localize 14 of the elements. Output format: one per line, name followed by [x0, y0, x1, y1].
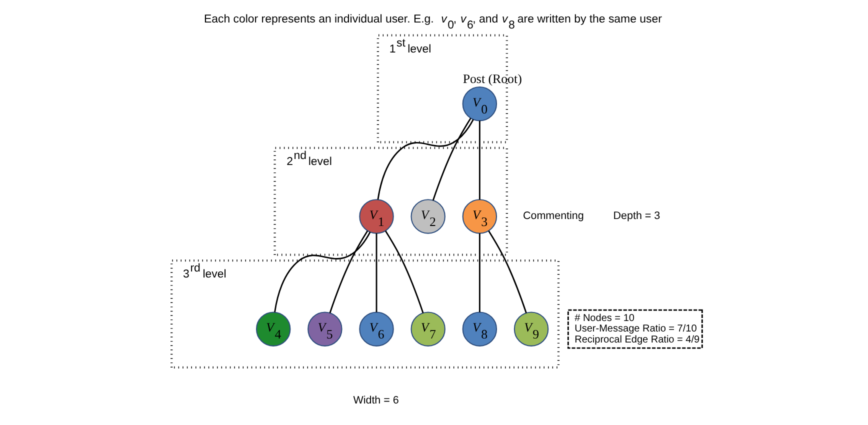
label: Depth = 3	[613, 210, 660, 222]
connector	[384, 230, 424, 314]
connector	[329, 230, 368, 314]
connector	[478, 233, 480, 312]
connector	[376, 233, 378, 312]
label: Commenting	[523, 210, 584, 222]
connector	[488, 230, 527, 314]
connector	[432, 118, 472, 201]
node-label: Post (Root)	[462, 72, 522, 86]
connector	[274, 232, 371, 312]
connector	[478, 120, 480, 200]
node-box: # Nodes = 10 User-Message Ratio = 7/10 Reciprocal Edge Ratio = 4/9	[567, 309, 703, 349]
label: Width = 6	[353, 394, 399, 407]
connector	[377, 119, 474, 200]
